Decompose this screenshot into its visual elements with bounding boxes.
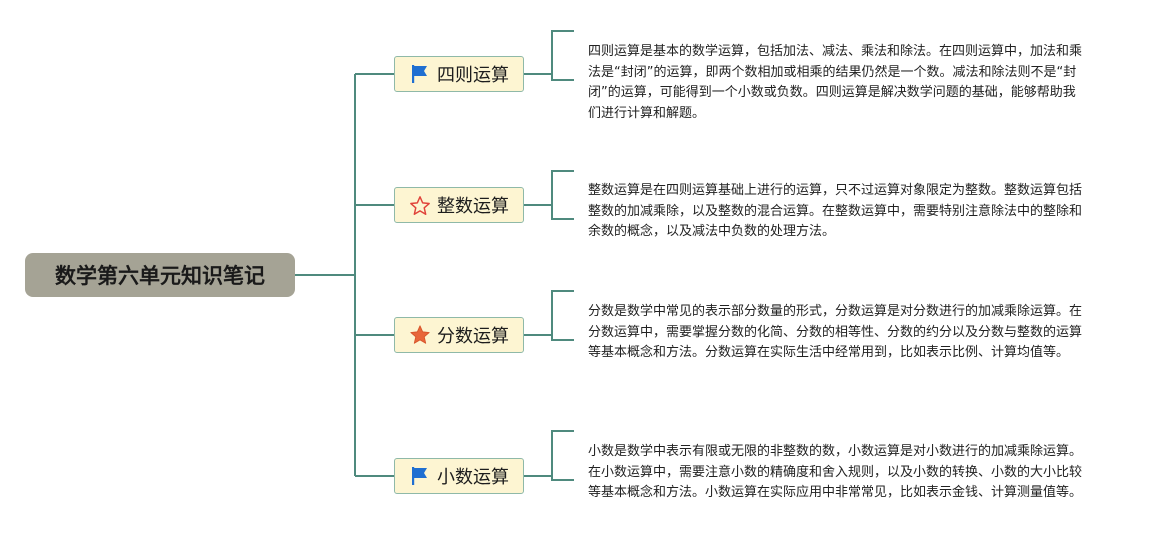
branch-integer-operations[interactable]: 整数运算 <box>394 187 524 223</box>
note-decimal-operations: 小数是数学中表示有限或无限的非整数的数，小数运算是对小数进行的加减乘除运算。在小… <box>588 444 1083 500</box>
note-integer-operations: 整数运算是在四则运算基础上进行的运算，只不过运算对象限定为整数。整数运算包括整数… <box>588 183 1083 239</box>
branch-fraction-operations[interactable]: 分数运算 <box>394 317 524 353</box>
star-filled-icon <box>409 324 431 346</box>
branch-decimal-operations[interactable]: 小数运算 <box>394 458 524 494</box>
flag-icon <box>409 465 431 487</box>
root-topic[interactable]: 数学第六单元知识笔记 <box>25 253 295 297</box>
note-bracket-1 <box>551 30 574 81</box>
root-title: 数学第六单元知识笔记 <box>55 264 265 288</box>
flag-icon <box>409 63 431 85</box>
note-bracket-3 <box>551 290 574 341</box>
branch-label: 小数运算 <box>437 467 509 488</box>
branch-label: 整数运算 <box>437 196 509 217</box>
note-fraction-operations: 分数是数学中常见的表示部分数量的形式，分数运算是对分数进行的加减乘除运算。在分数… <box>588 304 1083 360</box>
note-bracket-2 <box>551 170 574 220</box>
branch-label: 分数运算 <box>437 326 509 347</box>
note-four-operations: 四则运算是基本的数学运算，包括加法、减法、乘法和除法。在四则运算中，加法和乘法是… <box>588 44 1083 121</box>
branch-label: 四则运算 <box>437 65 509 86</box>
branch-four-operations[interactable]: 四则运算 <box>394 56 524 92</box>
star-outline-icon <box>409 194 431 216</box>
note-bracket-4 <box>551 430 574 481</box>
